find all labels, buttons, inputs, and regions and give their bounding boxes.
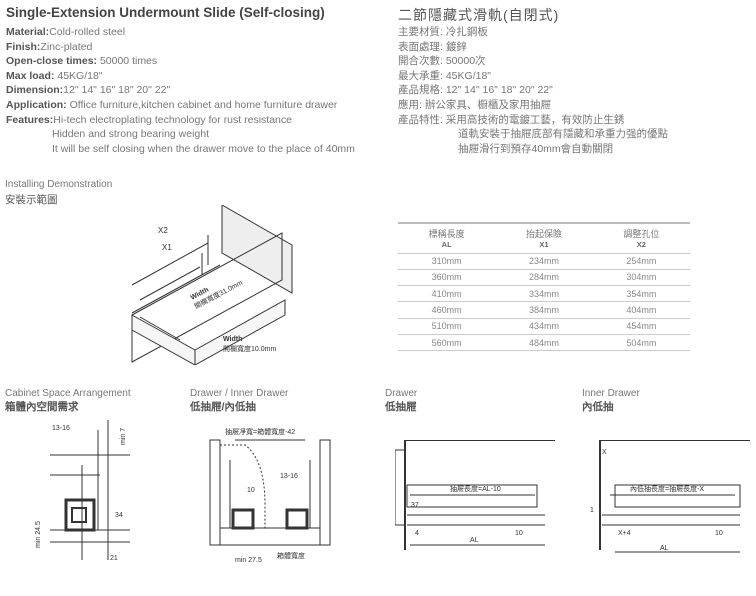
table-cell: 560mm <box>398 334 496 352</box>
svg-text:min 24.5: min 24.5 <box>35 521 42 548</box>
svg-text:Width: Width <box>223 336 242 343</box>
spec-finish: Finish:Zinc-plated <box>6 40 93 53</box>
table-cell: 460mm <box>398 301 496 319</box>
table-cell: 410mm <box>398 285 496 303</box>
table-cell: 360mm <box>398 269 496 287</box>
svg-text:10: 10 <box>515 530 523 537</box>
spec-open-close: Open-close times: 50000 times <box>6 55 158 68</box>
spec-application: Application: Office furniture,kitchen ca… <box>6 98 338 111</box>
table-cell: 384mm <box>495 301 593 319</box>
spec-dimension: Dimension:12" 14" 16" 18" 20" 22" <box>6 84 171 97</box>
spec-list-zh: 主要材質: 冷扎鋼板 表面處理: 鍍鋅 開合次數: 50000次 最大承重: 4… <box>398 26 668 155</box>
product-title-zh: 二節隱藏式滑軌(自閉式) <box>398 7 560 23</box>
table-cell: 304mm <box>592 269 690 287</box>
table-cell: 434mm <box>495 318 593 335</box>
spec-max-load: Max load: 45KG/18" <box>6 69 103 82</box>
spec-list-en: Material:Cold-rolled steel Finish:Zinc-p… <box>6 25 355 156</box>
spec-feature-3: It will be self closing when the drawer … <box>52 142 355 155</box>
table-cell: 510mm <box>398 318 496 335</box>
table-cell: 484mm <box>495 334 593 352</box>
svg-text:抽屜凈寬=箱體寬度-42: 抽屜凈寬=箱體寬度-42 <box>225 427 295 436</box>
table-cell: 310mm <box>398 253 496 270</box>
product-title-en: Single-Extension Undermount Slide (Self-… <box>6 5 325 20</box>
svg-text:min 27.5: min 27.5 <box>235 557 262 564</box>
svg-text:21: 21 <box>110 555 118 562</box>
svg-text:13-16: 13-16 <box>52 425 70 432</box>
svg-text:X+4: X+4 <box>618 530 631 537</box>
svg-text:X: X <box>602 449 607 456</box>
svg-text:37: 37 <box>411 502 419 509</box>
spec-material: Material:Cold-rolled steel <box>6 26 126 38</box>
svg-text:AL: AL <box>660 545 669 552</box>
svg-text:箱體寬度: 箱體寬度 <box>277 551 305 560</box>
svg-text:開欄寬度10.0mm: 開欄寬度10.0mm <box>223 344 276 353</box>
svg-text:抽屜長度=AL-10: 抽屜長度=AL-10 <box>450 484 501 493</box>
table-cell: 284mm <box>495 269 593 287</box>
table-cell: 254mm <box>592 253 690 270</box>
svg-text:34: 34 <box>115 512 123 519</box>
svg-text:min 7: min 7 <box>120 428 127 445</box>
table-cell: 404mm <box>592 301 690 319</box>
table-cell: 354mm <box>592 285 690 303</box>
spec-features: Features:Hi-tech electroplating technolo… <box>6 113 292 126</box>
table-cell: 504mm <box>592 334 690 352</box>
drawer-length-drawing: 抽屜長度=AL-10 37 4 10 AL <box>395 440 555 550</box>
svg-text:AL: AL <box>470 537 479 544</box>
x1-label: X1 <box>162 243 172 252</box>
drawer-inner-drawing: 抽屜凈寬=箱體寬度-42 13-16 10 min 27.5 箱體寬度 <box>209 427 331 564</box>
x2-label: X2 <box>158 226 168 235</box>
table-cell: 454mm <box>592 318 690 335</box>
svg-text:1: 1 <box>590 507 594 514</box>
spec-feature-2: Hidden and strong bearing weight <box>52 128 210 141</box>
inner-drawer-length-drawing: X 內低抽長度=抽屜長度-X 1 X+4 10 AL <box>590 440 750 553</box>
svg-text:10: 10 <box>247 487 255 494</box>
install-title-zh: 安裝示範圖 <box>5 194 58 206</box>
svg-text:4: 4 <box>415 530 419 537</box>
install-drawing: X2 X1 Width 開欄寬度31.0mm Width 開欄寬度10.0mm <box>131 205 293 365</box>
svg-text:10: 10 <box>715 530 723 537</box>
table-cell: 234mm <box>495 253 593 270</box>
svg-text:內低抽長度=抽屜長度-X: 內低抽長度=抽屜長度-X <box>630 484 704 493</box>
table-cell: 334mm <box>495 285 593 303</box>
svg-text:13-16: 13-16 <box>280 473 298 480</box>
install-title-en: Installing Demonstration <box>5 179 113 190</box>
cabinet-drawing: 13-16 min 7 34 min 24.5 21 <box>35 420 130 562</box>
